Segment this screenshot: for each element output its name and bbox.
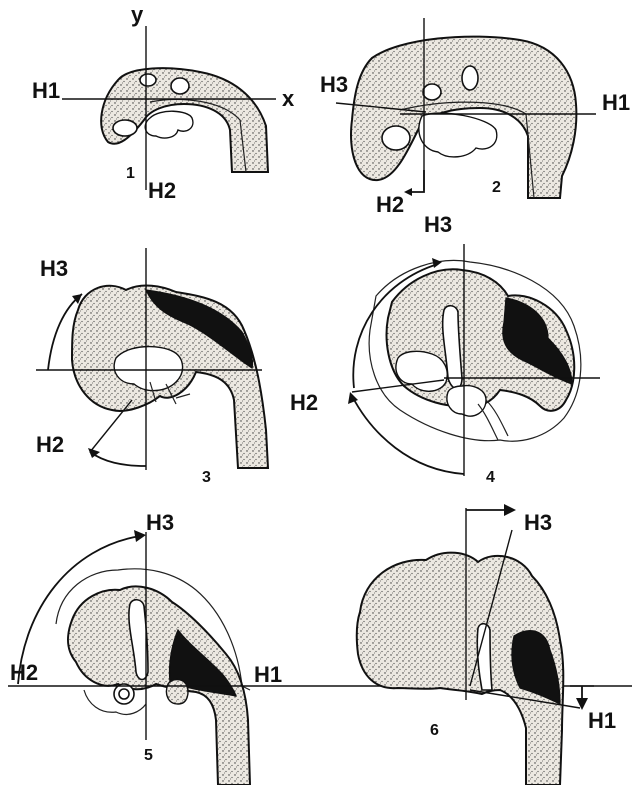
panel-1-forebrain-cavity [113,120,137,136]
panel-6-h3-arrowhead [504,504,516,516]
panel-4-otic-structure [447,386,486,416]
panel-1-number: 1 [126,165,135,182]
panel-4-h2-label: H2 [290,390,318,415]
panel-4-h2-arrowhead [348,392,358,404]
panel-4: H3 H2 4 [290,212,600,486]
panel-4-number: 4 [486,469,495,486]
panel-1-otic-pit [140,74,156,86]
panel-6-number: 6 [430,722,439,739]
panel-5-pharyngeal-nub [166,680,187,705]
panel-5-h3-label: H3 [146,510,174,535]
panel-1-x-label: x [282,86,295,111]
panel-3-h3-label: H3 [40,256,68,281]
panel-5-h1-label: H1 [254,662,282,687]
panel-2-h2-label: H2 [376,192,404,217]
panel-4-h2-arc [352,396,464,474]
panel-3-number: 3 [202,469,211,486]
panel-5-otic-vesicle-inner [119,689,129,699]
panel-1: y x H1 H2 1 [32,2,295,203]
panel-1-pharyngeal-arches [145,111,193,138]
panel-2-number: 2 [492,179,501,196]
panel-3: H3 H2 3 [36,248,268,486]
panel-1-h1-label: H1 [32,78,60,103]
panel-2-forebrain-cavity [382,126,410,150]
panel-1-h2-label: H2 [148,178,176,203]
panel-2-pharyngeal-region [419,113,497,157]
panel-2-h3-label: H3 [320,72,348,97]
panel-2-h2-arrowhead [404,188,412,196]
panel-1-y-label: y [131,2,144,27]
panel-2-h1-label: H1 [602,90,630,115]
panel-4-h3-arrowhead [432,258,442,268]
panel-5-h3-arrowhead [134,530,146,542]
panel-2-h2-arrow [406,170,424,192]
panel-3-h2-arc [90,452,146,466]
panel-6-h1-label: H1 [588,708,616,733]
panel-3-h2-label: H2 [36,432,64,457]
panel-2: H3 H1 H2 2 [320,18,630,217]
panel-2-otic-pit [423,84,441,100]
panel-5-h2-label: H2 [10,660,38,685]
panel-2-optic-vesicle [462,66,478,90]
panel-1-optic-vesicle [171,78,189,94]
panel-6-h3-label: H3 [524,510,552,535]
panel-4-h3-label: H3 [424,212,452,237]
panel-5-number: 5 [144,747,153,764]
panel-6: H3 H1 6 [357,504,616,785]
